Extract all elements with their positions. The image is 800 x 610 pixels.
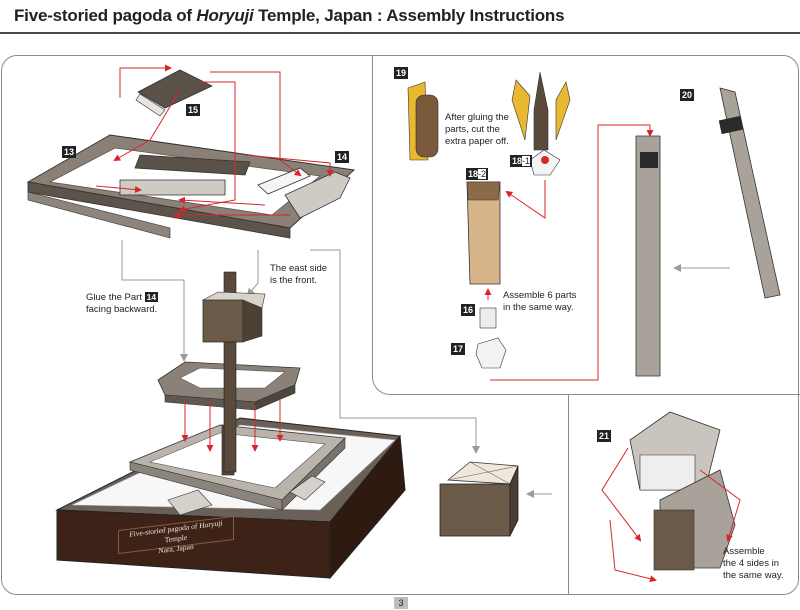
note-assemble-6: Assemble 6 parts in the same way. (503, 290, 577, 313)
finished-cube (439, 461, 519, 537)
note-glue-part: Glue the Part 14 facing backward. (86, 292, 159, 315)
four-sides-assembly (601, 411, 741, 583)
finial-assembly (407, 71, 781, 381)
panel-bottom-right (568, 395, 800, 595)
page-number: 3 (394, 597, 408, 609)
step-badge-18-2: 18-2 (466, 168, 489, 180)
step-badge-21: 21 (597, 430, 612, 442)
step-badge-17: 17 (451, 343, 466, 355)
roof-frame-assembly (26, 64, 356, 239)
step-badge-20: 20 (680, 89, 695, 101)
page-title: Five-storied pagoda of Horyuji Temple, J… (14, 6, 565, 25)
step-badge-15: 15 (186, 104, 201, 116)
note-after-gluing: After gluing the parts, cut the extra pa… (445, 112, 509, 147)
panel-top-right (372, 55, 800, 395)
step-badge-14: 14 (335, 151, 350, 163)
step-badge-13: 13 (62, 146, 77, 158)
step-badge-19: 19 (394, 67, 409, 79)
note-east-side: The east side is the front. (270, 263, 328, 286)
step-badge-16: 16 (461, 304, 476, 316)
pagoda-base (55, 271, 406, 580)
title-rule (0, 32, 800, 34)
step-badge-18-1: 18-1 (510, 155, 533, 167)
note-assemble-4: Assemble the 4 sides in the same way. (723, 546, 784, 581)
